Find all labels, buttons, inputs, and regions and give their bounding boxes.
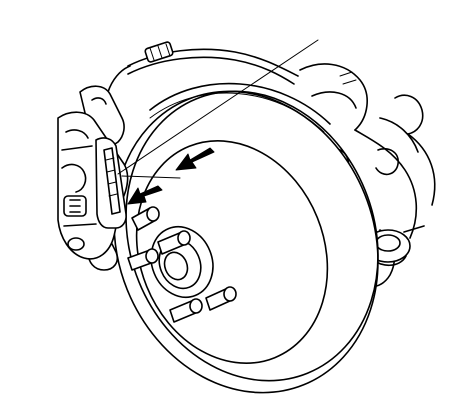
wheel-stud: [205, 286, 237, 311]
callout-arrow-lower: [127, 185, 163, 205]
wheel-stud: [127, 248, 159, 271]
wheel-stud: [169, 298, 203, 323]
brake-rotor: [113, 82, 379, 394]
wheel-stud: [157, 230, 191, 255]
brake-pad: [95, 137, 127, 229]
callout-leader-line: [117, 39, 319, 179]
wheel-stud: [131, 206, 160, 231]
callout-arrow-upper: [175, 147, 215, 171]
brake-hose: [107, 41, 299, 93]
